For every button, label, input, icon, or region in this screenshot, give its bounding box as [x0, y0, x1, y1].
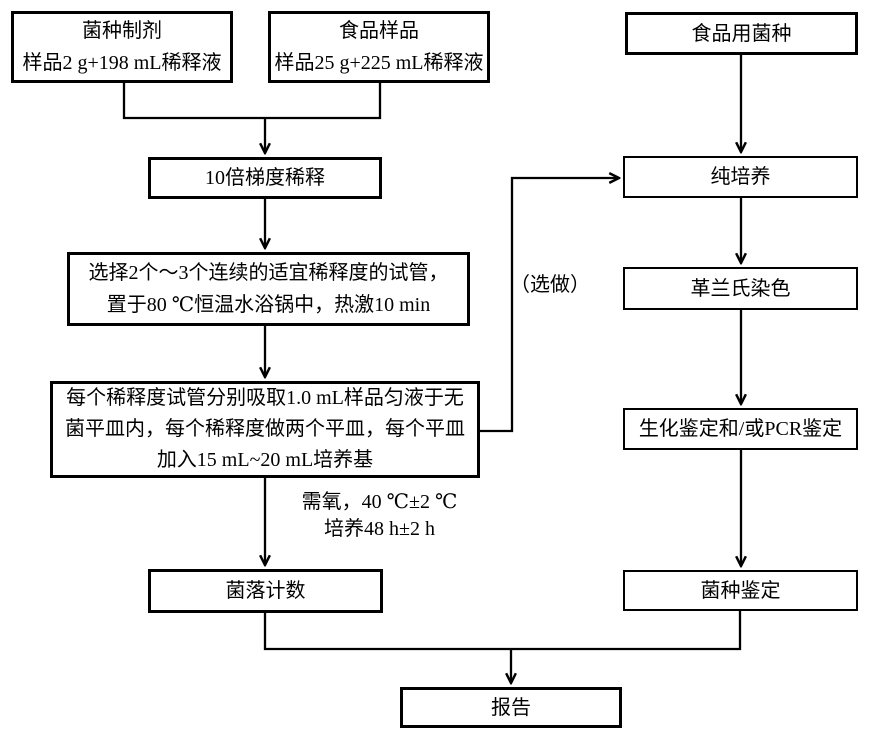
- edge-results-merge-bus: [263, 611, 742, 651]
- node-gram-stain: 革兰氏染色: [623, 267, 858, 310]
- node-biochemical-pcr-identification: 生化鉴定和/或PCR鉴定: [623, 408, 858, 450]
- node-strain-identification: 菌种鉴定: [623, 570, 858, 611]
- node-food-sample: 食品样品 样品25 g+225 mL稀释液: [268, 11, 490, 83]
- node-strain-preparation: 菌种制剂 样品2 g+198 mL稀释液: [11, 11, 233, 83]
- node-colony-count: 菌落计数: [148, 569, 383, 613]
- edge-plating-to-pure-culture-optional: [480, 178, 619, 433]
- optional-step-note: （选做）: [510, 274, 590, 296]
- node-heat-shock: 选择2个～3个连续的适宜稀释度的试管， 置于80 ℃恒温水浴锅中，热激10 mi…: [67, 252, 470, 326]
- node-food-culture-strain: 食品用菌种: [625, 12, 858, 55]
- node-plating: 每个稀释度试管分别吸取1.0 mL样品匀液于无 菌平皿内，每个稀释度做两个平皿，…: [50, 381, 480, 478]
- edge-samples-merge-bus: [122, 83, 382, 120]
- node-serial-dilution: 10倍梯度稀释: [148, 157, 382, 199]
- node-pure-culture: 纯培养: [623, 156, 858, 198]
- incubation-conditions-note: 需氧，40 ℃±2 ℃ 培养48 h±2 h: [301, 491, 458, 540]
- node-report: 报告: [400, 687, 622, 728]
